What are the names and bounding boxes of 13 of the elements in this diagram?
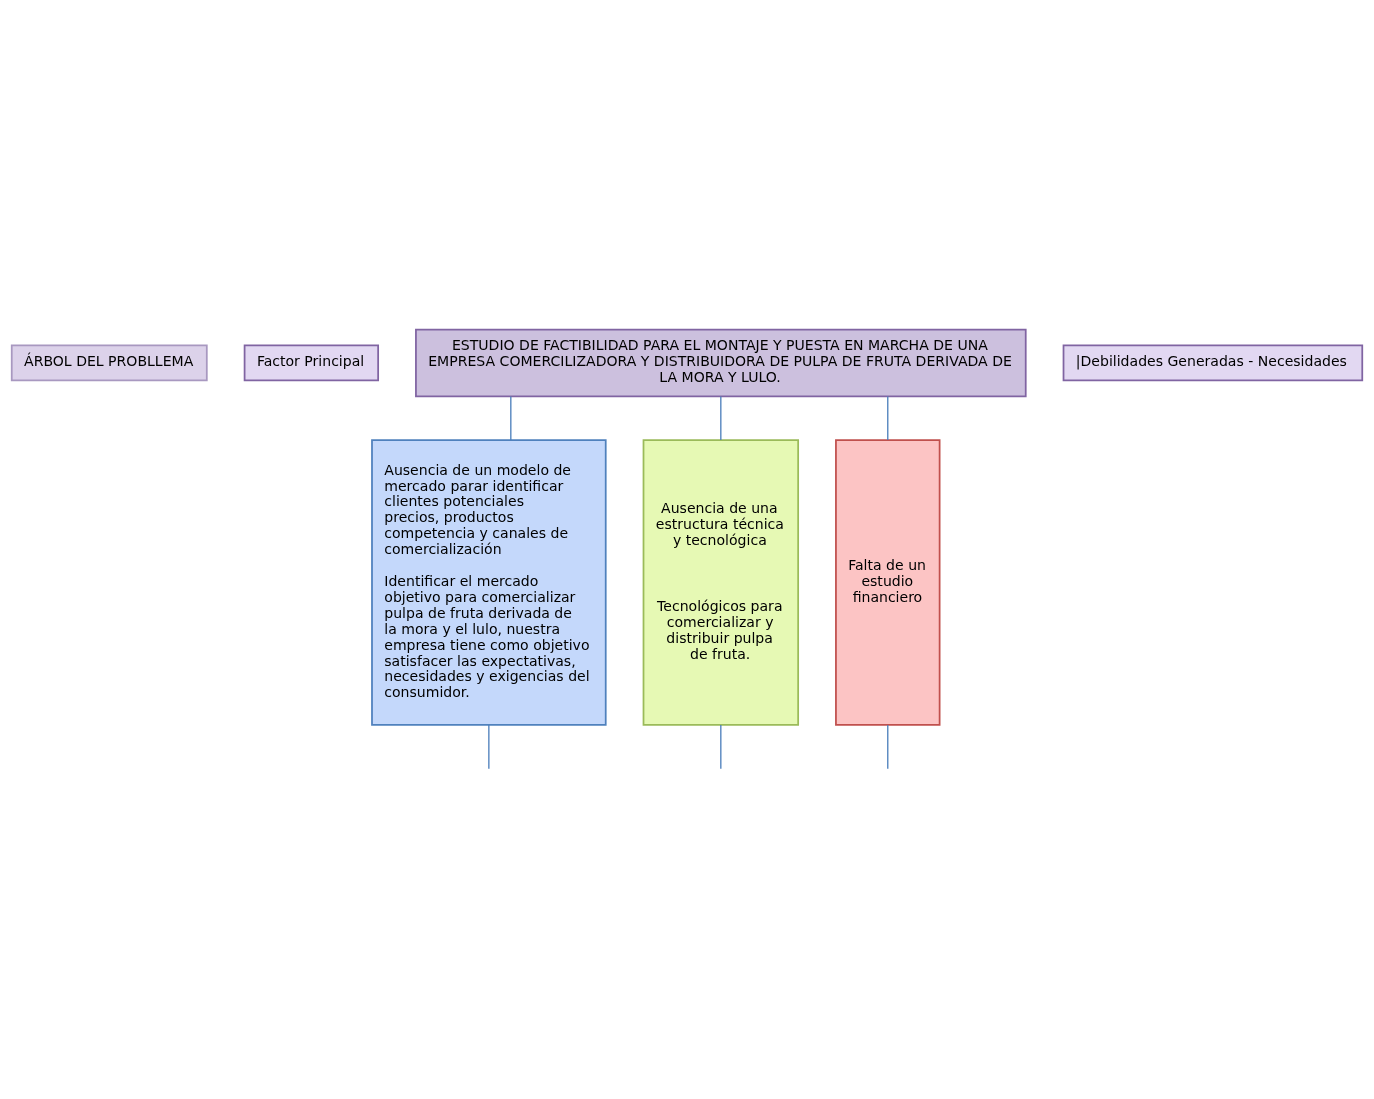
connector: [887, 395, 889, 441]
connector: [510, 395, 512, 441]
node-box: Ausencia de un modelo de mercado parar identificar clientes potenciales precios, productos competencia y canales de comercialización Identificar el mercado objetivo para comercializar pulpa de fruta derivada de la mora y el lulo, nuestra empresa tiene como objetivo satisfacer las expectativas, necesidades y exigencias del consumidor.: [371, 439, 607, 726]
node-box: |Debilidades Generadas - Necesidades: [1062, 344, 1364, 382]
connector: [488, 724, 490, 770]
connector: [887, 724, 889, 770]
node-box: Factor Principal: [243, 344, 380, 382]
node-box: ESTUDIO DE FACTIBILIDAD PARA EL MONTAJE Y PUESTA EN MARCHA DE UNA EMPRESA COMERCILIZADORA Y DISTRIBUIDORA DE PULPA DE FRUTA DERIVADA DE LA MORA Y LULO.: [415, 328, 1027, 398]
connector: [720, 395, 722, 441]
connector: [720, 724, 722, 770]
node-box: Ausencia de una estructura técnica y tecnológica Tecnológicos para comercializar y distribuir pulpa de fruta.: [642, 439, 800, 726]
node-box: ÁRBOL DEL PROBLLEMA: [10, 344, 208, 382]
node-box: Falta de un estudio financiero: [835, 439, 941, 726]
